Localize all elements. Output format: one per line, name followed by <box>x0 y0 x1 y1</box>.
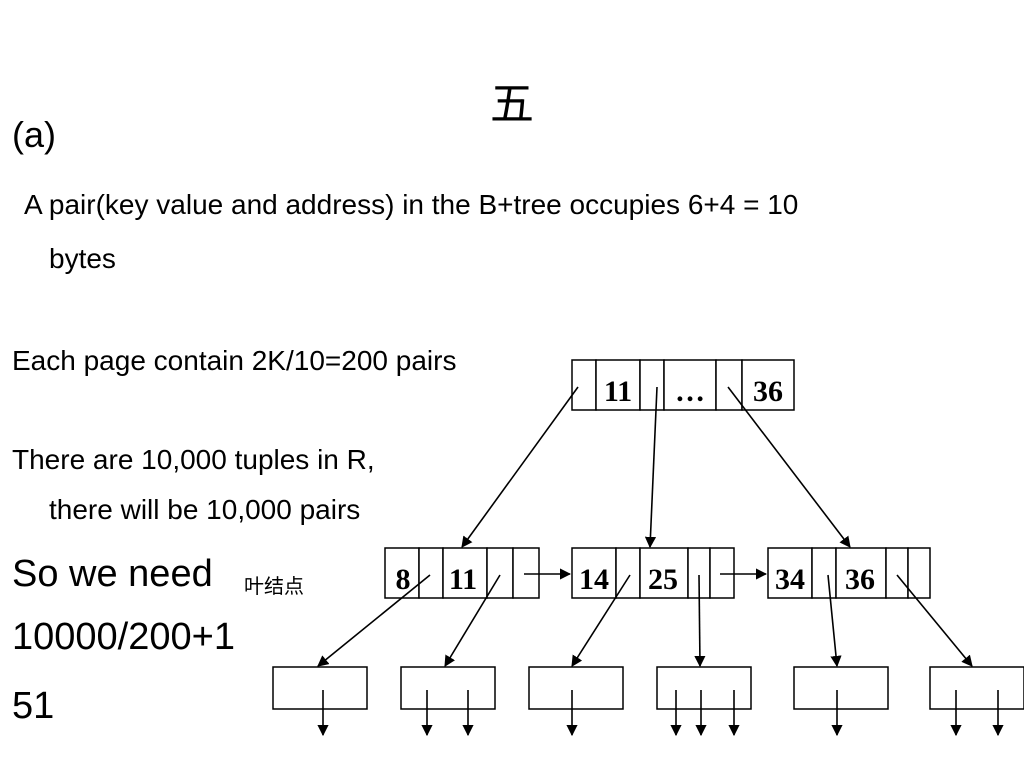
leaf2-key-1: 14 <box>579 563 609 596</box>
leaf-node-1: 8 11 <box>384 547 540 599</box>
pair-size-line-1: A pair(key value and address) in the B+t… <box>24 189 799 220</box>
leaf-node-label: 叶结点 <box>244 574 304 598</box>
leaf-pointers <box>317 574 973 668</box>
section-label: (a) <box>12 114 56 155</box>
result-line: 51 <box>12 685 55 727</box>
root-key-ellipsis: … <box>675 375 705 408</box>
leaf1-key-2: 11 <box>449 563 477 596</box>
tuples-line-2: there will be 10,000 pairs <box>49 494 361 525</box>
pair-size-line-2: bytes <box>49 243 116 274</box>
data-pages <box>272 666 1024 710</box>
leaf-node-3: 34 36 <box>767 547 931 599</box>
tuples-line-1: There are 10,000 tuples in R, <box>12 444 375 475</box>
leaf-node-2: 14 25 <box>571 547 735 599</box>
root-key-2: 36 <box>753 375 783 408</box>
need-line: So we need <box>12 553 213 595</box>
calculation-line: 10000/200+1 <box>12 616 235 658</box>
page-capacity-line: Each page contain 2K/10=200 pairs <box>12 345 457 376</box>
leaf1-key-1: 8 <box>396 563 411 596</box>
page-down-pointers <box>317 690 1004 737</box>
leaf3-key-1: 34 <box>775 563 805 596</box>
leaf2-key-2: 25 <box>648 563 678 596</box>
root-key-1: 11 <box>604 375 632 408</box>
slide-title: 五 <box>490 79 534 130</box>
leaf3-key-2: 36 <box>845 563 875 596</box>
root-node: 11 … 36 <box>571 359 795 411</box>
root-pointers <box>461 386 851 549</box>
